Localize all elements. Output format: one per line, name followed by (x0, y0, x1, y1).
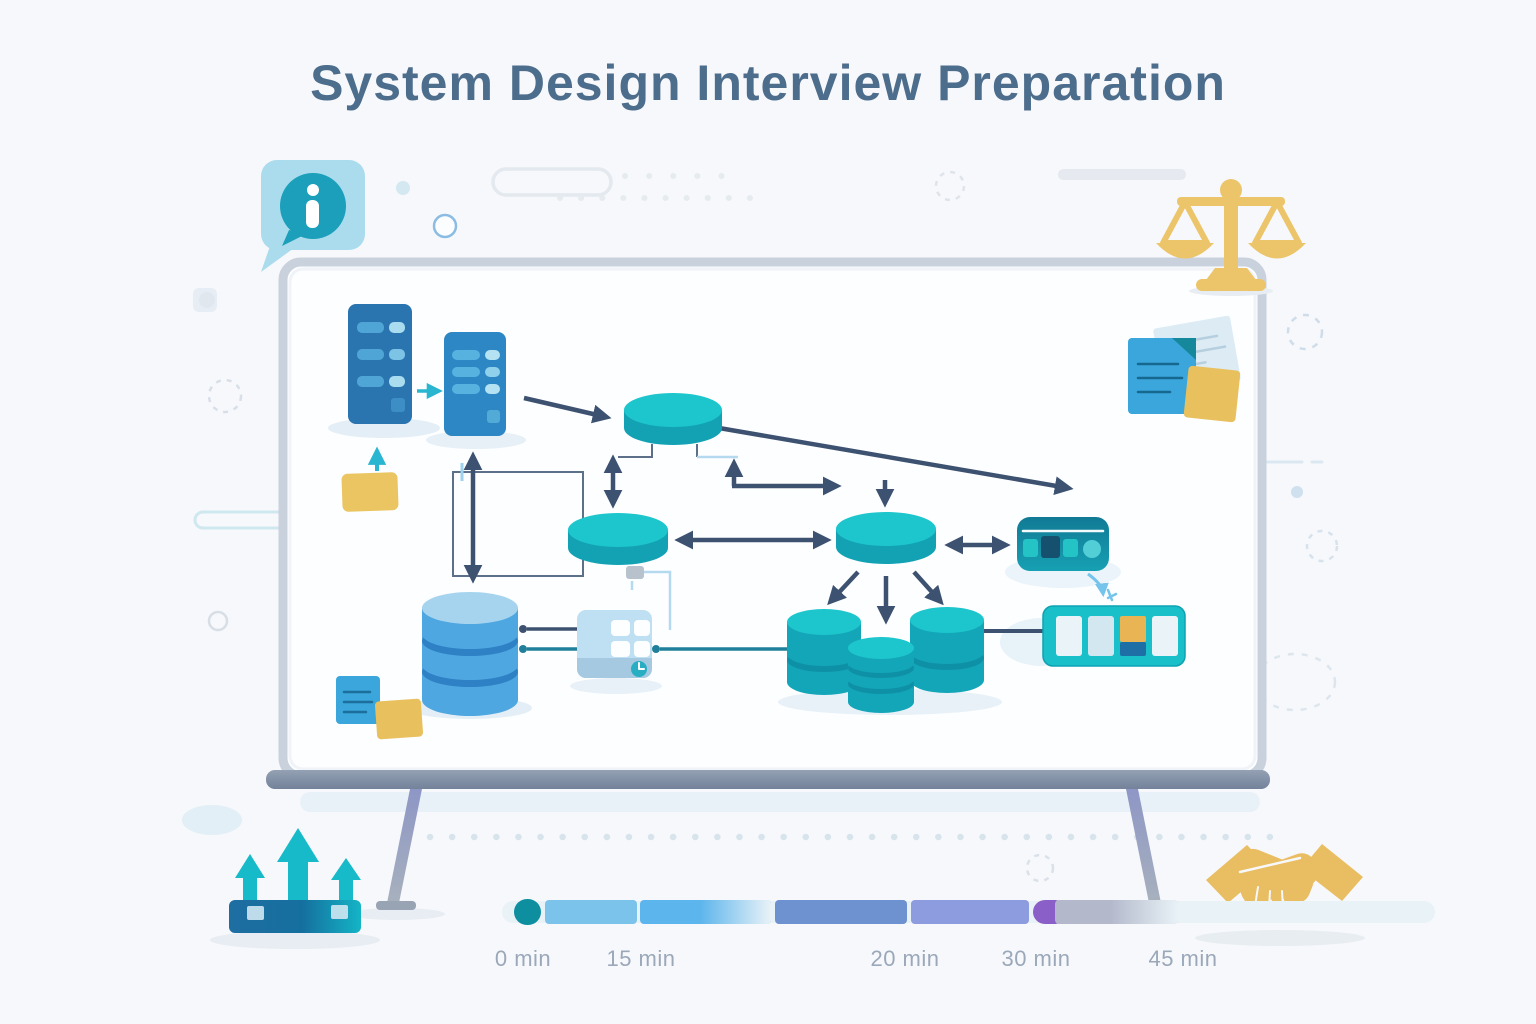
whiteboard-stand (300, 784, 1260, 920)
timeline-label-45min: 45 min (1148, 946, 1218, 971)
decor-blue-circle (432, 213, 458, 239)
arrow-fan-right (912, 570, 944, 606)
timeline-label-20min: 20 min (870, 946, 940, 971)
primary-database-icon (422, 592, 518, 716)
leg-shadow-left (349, 908, 445, 920)
server-rack-2 (444, 332, 506, 436)
replica-db-right (910, 607, 984, 693)
decor-dot (199, 292, 215, 308)
server-rack-1 (348, 304, 412, 424)
connector-node (626, 566, 644, 579)
timeline-label-30min: 30 min (1001, 946, 1071, 971)
system-diagram (328, 304, 1241, 740)
replica-db-left (787, 609, 861, 695)
decor-soft-blob (182, 805, 242, 835)
connector (618, 444, 653, 458)
sticky-note-yellow (1183, 365, 1241, 423)
curved-arrow-light (1087, 572, 1109, 598)
timeline-label-15min: 15 min (606, 946, 676, 971)
scale-left-pan (1156, 243, 1214, 259)
arrow-server-to-lb (523, 395, 612, 424)
whiteboard-surface-edge (288, 267, 1257, 771)
timeline (502, 899, 1435, 925)
growth-arrows-icon (210, 828, 380, 949)
arrow-long-diagonal (718, 425, 1074, 496)
whiteboard-under-shadow (300, 792, 1260, 812)
connector-light (644, 570, 672, 630)
decor-dashed-circle (934, 170, 966, 202)
growth-shadow (210, 931, 380, 949)
decor-bar (1058, 169, 1186, 180)
sparkle-icon (1106, 588, 1118, 602)
decor-pill-outline (491, 167, 613, 197)
whiteboard-leg-right (1125, 784, 1161, 903)
sticky-note-yellow (374, 698, 424, 740)
handshake-icon (1195, 844, 1365, 946)
timeline-start-marker (514, 899, 541, 925)
timeline-segment-1 (545, 900, 637, 924)
timeline-label-0min: 0 min (494, 946, 552, 971)
leg-foot-left (376, 901, 416, 910)
sticky-notes-right (1128, 315, 1241, 423)
decor-dashed-ellipse (1253, 652, 1337, 712)
replica-db-front (848, 637, 914, 713)
decor-dashed-circle (1025, 853, 1055, 883)
load-balancer-disc-3 (836, 512, 936, 564)
decor-dot (1291, 486, 1303, 498)
whiteboard-leg-left (387, 784, 423, 903)
scale-right-strings (1252, 199, 1302, 246)
info-icon (261, 160, 365, 272)
folded-corner (1172, 338, 1196, 360)
line-endpoint (519, 625, 527, 633)
cache-icon (1017, 517, 1109, 571)
task-grid-icon (577, 610, 652, 678)
background-decorations (182, 167, 1339, 883)
timeline-segment-4 (911, 900, 1029, 924)
config-widget-icon (1042, 605, 1186, 667)
load-balancer-disc-2 (568, 513, 668, 565)
scale-right-pan (1248, 243, 1306, 259)
decor-dashed-circle (1286, 313, 1324, 351)
line-endpoint (652, 645, 660, 653)
sticky-note-yellow-left (341, 472, 399, 512)
decor-dashed-circle (207, 378, 243, 414)
flow-arrows (523, 395, 1074, 633)
page-title: System Design Interview Preparation (310, 55, 1226, 111)
whiteboard-tray (266, 770, 1270, 789)
handshake-shadow (1195, 930, 1365, 946)
scale-left-strings (1160, 199, 1210, 246)
scales-icon (1156, 179, 1306, 296)
load-balancer-disc-1 (624, 393, 722, 445)
widget-yellow-cell (1120, 616, 1146, 642)
sticky-notes-left (336, 676, 424, 740)
replica-database-cluster (787, 607, 984, 713)
timeline-fade (700, 900, 771, 924)
timeline-segment-3 (775, 900, 907, 924)
shadow (570, 678, 662, 694)
decor-dashed-circle (1305, 529, 1339, 563)
timeline-fade (1110, 900, 1178, 924)
arrow-fan-left (827, 570, 860, 606)
decor-circle (207, 610, 229, 632)
line-endpoint (519, 645, 527, 653)
sticky-note-blue (336, 676, 380, 724)
sticky-note-blue (1128, 338, 1196, 414)
decor-dot (396, 181, 410, 195)
info-symbol (307, 184, 319, 196)
